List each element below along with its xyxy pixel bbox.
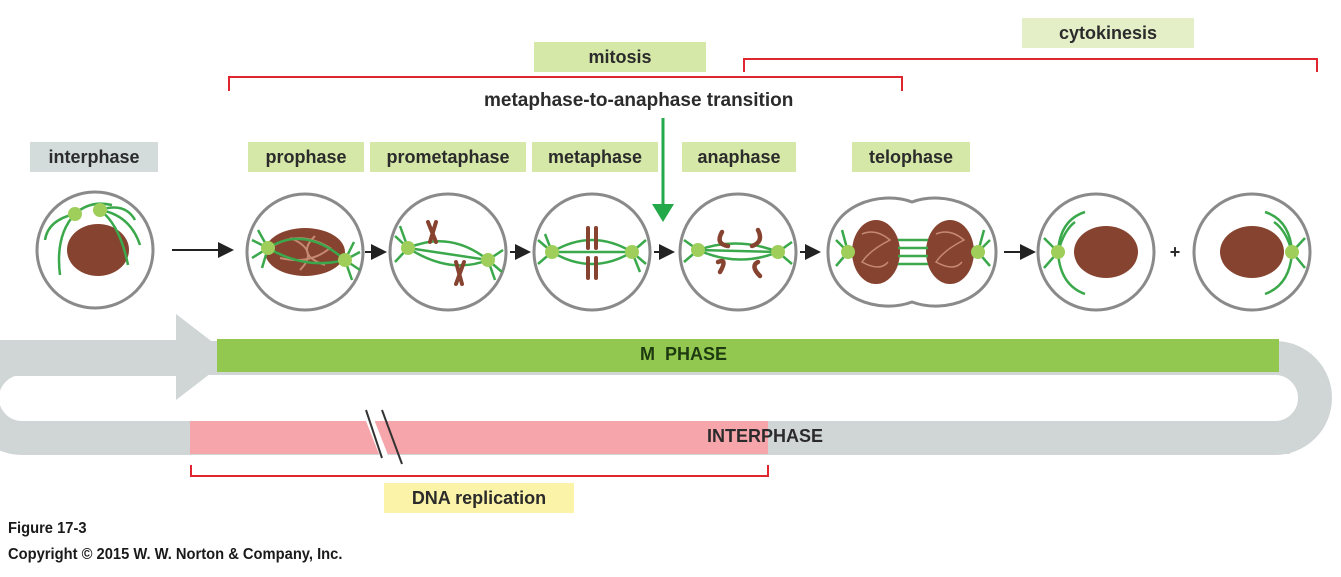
cell-anaphase bbox=[678, 192, 798, 312]
figure-number: Figure 17-3 bbox=[8, 520, 87, 537]
anaphase-label: anaphase bbox=[682, 142, 796, 172]
cytokinesis-label: cytokinesis bbox=[1022, 18, 1194, 48]
mitosis-bracket bbox=[228, 76, 903, 91]
cell-interphase bbox=[35, 190, 155, 310]
time-break-marks bbox=[362, 408, 403, 468]
metaphase-label: metaphase bbox=[532, 142, 658, 172]
cell-prometaphase bbox=[388, 192, 508, 312]
transition-label: metaphase-to-anaphase transition bbox=[484, 90, 794, 111]
cell-cycle-loop bbox=[0, 314, 1332, 455]
cytokinesis-bracket bbox=[743, 58, 1318, 72]
dna-replication-label: DNA replication bbox=[384, 483, 574, 513]
plus-sign: + bbox=[1170, 242, 1181, 262]
nucleus bbox=[67, 224, 129, 276]
dna-replication-bar bbox=[190, 421, 768, 454]
prometaphase-label: prometaphase bbox=[370, 142, 526, 172]
interphase-stage-label: interphase bbox=[30, 142, 158, 172]
dna-replication-bracket bbox=[190, 465, 769, 477]
mitosis-label: mitosis bbox=[534, 42, 706, 72]
cycle-direction-arrow bbox=[0, 314, 232, 400]
telophase-label: telophase bbox=[852, 142, 970, 172]
cell-prophase bbox=[245, 192, 365, 312]
cell-telophase bbox=[826, 196, 998, 308]
daughter-cell-1 bbox=[1036, 192, 1156, 312]
m-phase-bar bbox=[217, 339, 1279, 372]
daughter-cell-2 bbox=[1192, 192, 1312, 312]
prophase-label: prophase bbox=[248, 142, 364, 172]
copyright-notice: Copyright © 2015 W. W. Norton & Company,… bbox=[8, 546, 343, 563]
interphase-bar-label: INTERPHASE bbox=[707, 426, 824, 446]
m-phase-label: M PHASE bbox=[640, 344, 728, 364]
cell-metaphase bbox=[532, 192, 652, 312]
transition-arrow bbox=[652, 118, 674, 222]
